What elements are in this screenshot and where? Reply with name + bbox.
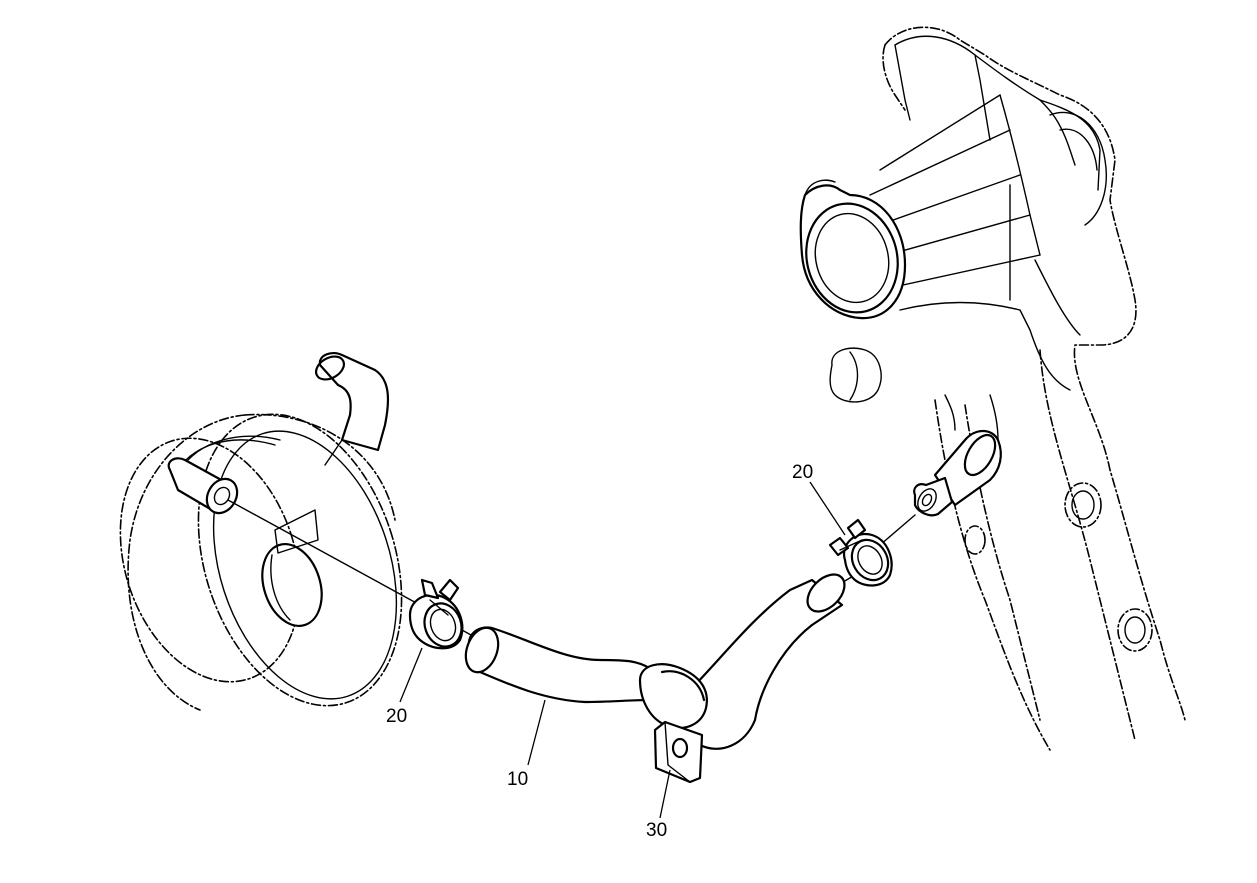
callout-label-bracket: 30 bbox=[646, 820, 667, 841]
leader-hose bbox=[527, 699, 546, 766]
leader-clip-left bbox=[399, 647, 423, 703]
hose-clip-left bbox=[408, 578, 464, 650]
leader-clip-right bbox=[809, 481, 846, 536]
hose-clip-right bbox=[828, 518, 893, 587]
callout-label-clip-left: 20 bbox=[386, 706, 407, 727]
callout-label-clip-right: 20 bbox=[792, 462, 813, 483]
leader-bracket bbox=[659, 769, 671, 819]
hose-bracket bbox=[653, 720, 704, 784]
callout-leaders bbox=[399, 481, 846, 819]
engine-housing-phantom bbox=[829, 26, 1186, 751]
pump-inlet-port bbox=[799, 179, 907, 320]
callout-label-hose: 10 bbox=[507, 769, 528, 790]
oil-cooler bbox=[119, 351, 403, 711]
pump-outlet-nipple bbox=[913, 429, 1002, 517]
coolant-hose bbox=[464, 573, 846, 750]
callout-labels: 10 20 20 30 bbox=[386, 462, 813, 841]
